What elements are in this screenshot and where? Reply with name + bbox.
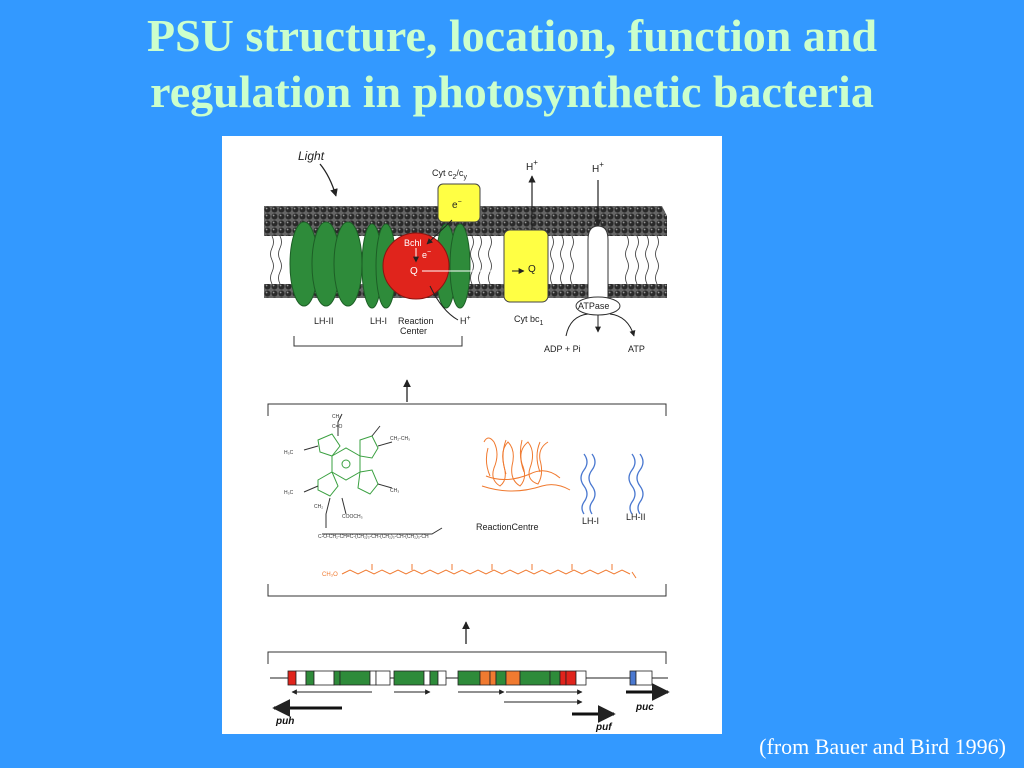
svg-text:C=O: C=O xyxy=(332,424,343,430)
cyt-c2-label: Cyt c2/cy xyxy=(432,168,467,181)
lh-polypeptides-icon xyxy=(580,453,644,515)
atpase-proton-label: H+ xyxy=(592,160,604,175)
gene-cluster-section: puh puf puc xyxy=(267,651,670,733)
slide-title-line-2: regulation in photosynthetic bacteria xyxy=(150,66,874,117)
rc-proton-label: H+ xyxy=(460,315,471,326)
lh1-component-label: LH-I xyxy=(582,516,599,526)
svg-text:CH₃: CH₃ xyxy=(332,414,341,420)
gene-bracket-top xyxy=(267,651,667,664)
cyt-bc1-label: Cyt bc1 xyxy=(514,314,544,327)
svg-text:H₃C: H₃C xyxy=(284,450,294,456)
bacteriochlorophyll-structure-icon xyxy=(303,413,443,535)
slide-title: PSU structure, location, function and re… xyxy=(0,8,1024,120)
slide-title-line-1: PSU structure, location, function and xyxy=(146,10,878,61)
components-bracket-top xyxy=(267,403,667,416)
svg-text:H₃C: H₃C xyxy=(284,490,294,496)
components-bracket-bottom xyxy=(267,584,667,597)
svg-text:CH₂: CH₂ xyxy=(314,504,323,510)
lh2-label: LH-II xyxy=(314,316,334,326)
light-arrow xyxy=(319,163,338,197)
citation: (from Bauer and Bird 1996) xyxy=(759,734,1006,759)
lh2-component-label: LH-II xyxy=(626,512,646,522)
reaction-centre-protein-icon xyxy=(481,437,571,492)
svg-text:CH₃: CH₃ xyxy=(390,488,399,494)
light-label: Light xyxy=(298,149,325,163)
reaction-center: Bchl e− Q xyxy=(382,232,512,300)
reaction-center-label-2: Center xyxy=(400,326,427,336)
membrane-section: Light Bchl e− Q Cyt c2/cy e− xyxy=(264,149,667,354)
bchl-label: Bchl xyxy=(404,238,422,248)
lh2-complex xyxy=(289,221,363,307)
rc-quinone-label: Q xyxy=(410,266,418,277)
gene-operon-arrows xyxy=(272,683,670,723)
carotenoid-chain-icon: CH₃O xyxy=(322,564,637,579)
bc1-proton-label: H+ xyxy=(526,158,538,173)
bacteriochlorophyll-atom-labels: CH₃ C=O H₃C CH₂-CH₃ H₃C CH₃ COOCH₃ C-O-C… xyxy=(284,414,429,540)
svg-text:COOCH₃: COOCH₃ xyxy=(342,514,363,520)
cyt-c2-complex: Cyt c2/cy e− xyxy=(426,168,481,245)
rc-electron-label: e− xyxy=(422,249,431,260)
psu-diagram: Light Bchl e− Q Cyt c2/cy e− xyxy=(264,149,670,733)
atpase-label: ATPase xyxy=(578,301,609,311)
svg-text:C-O-CH₂-CH=C-(CH₂)₃-CH-(CH₂)₃-: C-O-CH₂-CH=C-(CH₂)₃-CH-(CH₂)₃-CH-(CH₂)₃-… xyxy=(318,534,429,540)
adp-pi-label: ADP + Pi xyxy=(544,344,581,354)
reaction-centre-label: ReactionCentre xyxy=(476,522,539,532)
atp-label: ATP xyxy=(628,344,645,354)
svg-text:CH₃O: CH₃O xyxy=(322,572,338,578)
puc-gene-label: puc xyxy=(635,702,654,713)
cyt-bc1-quinone-label: Q xyxy=(528,264,536,275)
atpase-complex: H+ ATPase ADP + Pi ATP xyxy=(544,160,645,354)
lh1-label: LH-I xyxy=(370,316,387,326)
gene-transcripts xyxy=(291,689,667,705)
puf-gene-label: puf xyxy=(595,722,613,733)
cyt-c2-electron-label: e− xyxy=(452,199,462,211)
puh-gene-label: puh xyxy=(275,716,294,727)
svg-text:CH₂-CH₃: CH₂-CH₃ xyxy=(390,436,410,442)
components-section: CH₃ C=O H₃C CH₂-CH₃ H₃C CH₃ COOCH₃ C-O-C… xyxy=(267,403,667,597)
membrane-bracket xyxy=(293,336,463,347)
figure-panel: Light Bchl e− Q Cyt c2/cy e− xyxy=(222,136,722,734)
cyt-bc1-complex: Q H+ Cyt bc1 xyxy=(503,158,549,327)
reaction-center-label-1: Reaction xyxy=(398,316,434,326)
gene-blocks xyxy=(287,670,653,686)
